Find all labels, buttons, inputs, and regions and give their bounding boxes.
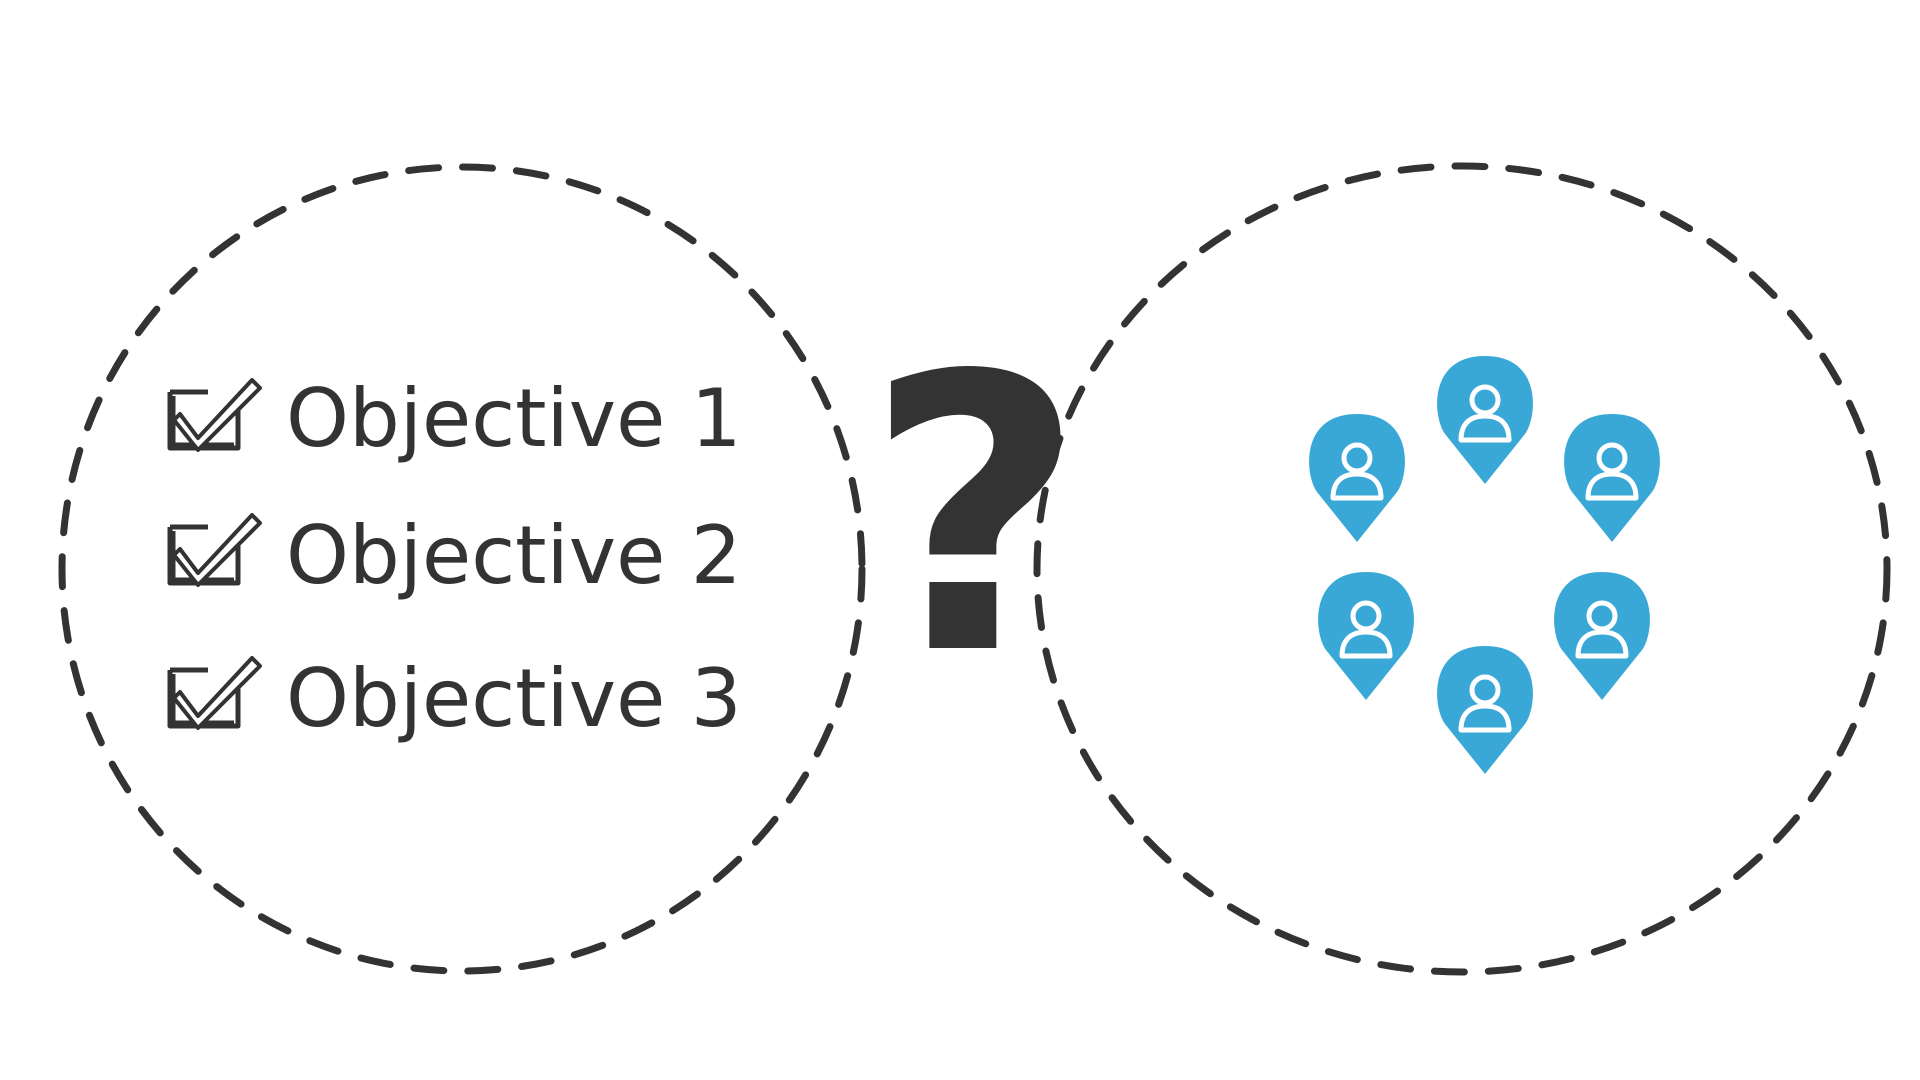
audience-pin-cluster — [1309, 356, 1660, 774]
objective-label: Objective 3 — [286, 652, 742, 745]
audience-dashed-circle — [1033, 162, 1891, 976]
objective-item-3: Objective 3 — [167, 652, 742, 745]
user-location-pin-icon — [1554, 572, 1650, 700]
user-location-pin-icon — [1437, 646, 1533, 774]
objectives-dashed-circle — [58, 163, 866, 975]
checkbox-checked-icon — [167, 513, 262, 587]
checkbox-checked-icon — [167, 378, 262, 452]
objective-label: Objective 2 — [286, 509, 742, 602]
objective-label: Objective 1 — [286, 372, 742, 465]
question-mark: ? — [865, 295, 1085, 738]
user-location-pin-icon — [1318, 572, 1414, 700]
user-location-pin-icon — [1564, 414, 1660, 542]
objective-item-2: Objective 2 — [167, 509, 742, 602]
user-location-pin-icon — [1309, 414, 1405, 542]
objectives-list: Objective 1 Objective 2 Objective 3 — [167, 372, 742, 745]
objective-item-1: Objective 1 — [167, 372, 742, 465]
user-location-pin-icon — [1437, 356, 1533, 484]
checkbox-checked-icon — [167, 656, 262, 730]
